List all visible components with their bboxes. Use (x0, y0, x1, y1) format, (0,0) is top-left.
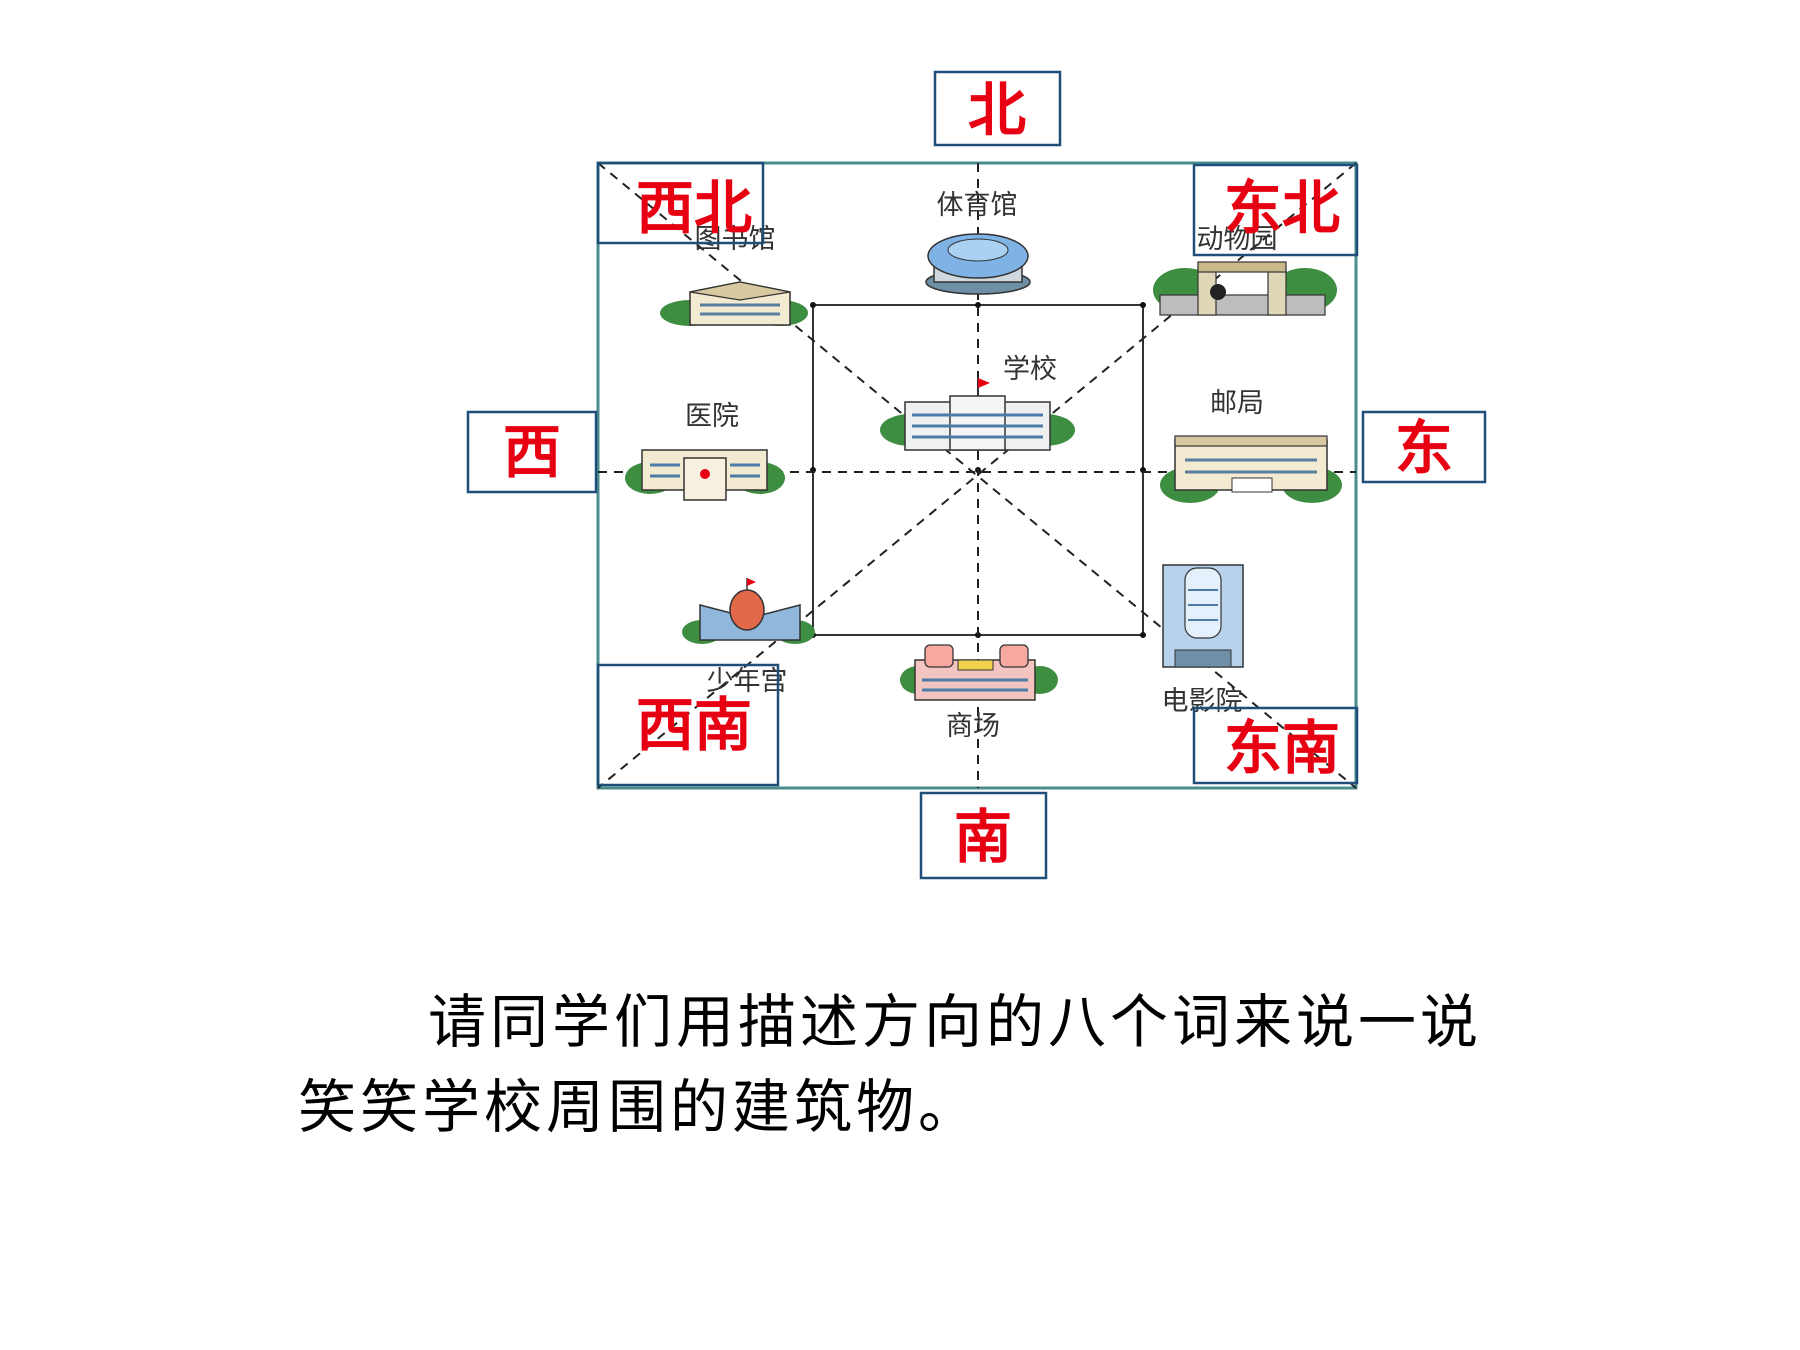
library-icon (660, 281, 808, 326)
southwest-box (596, 663, 780, 787)
west-label: 西 (503, 418, 561, 486)
mall-icon (900, 644, 1058, 701)
northeast-label: 东北 (1224, 174, 1340, 242)
school-label: 学校 (1003, 354, 1057, 385)
south-box (919, 791, 1048, 880)
post-office-icon (1160, 435, 1342, 503)
mall-label: 商场 (946, 711, 1000, 742)
west-box (466, 410, 598, 494)
instruction-line-1: 请同学们用描述方向的八个词来说一说 (428, 988, 1483, 1056)
east-box (1361, 410, 1487, 484)
northwest-label: 西北 (636, 174, 752, 242)
stadium-label: 体育馆 (937, 190, 1018, 221)
youth-palace-label: 少年宫 (707, 666, 788, 697)
southwest-label: 西南 (636, 691, 752, 759)
south-label: 南 (954, 803, 1012, 871)
post-office-label: 邮局 (1210, 388, 1264, 419)
cinema-icon (1162, 564, 1244, 668)
cinema-label: 电影院 (1162, 686, 1243, 717)
hospital-label: 医院 (685, 401, 739, 432)
north-label: 北 (968, 76, 1026, 144)
northwest-box (596, 161, 765, 245)
hospital-icon (625, 449, 785, 501)
northeast-box (1192, 163, 1359, 257)
youth-palace-icon (682, 578, 815, 644)
southeast-label: 东南 (1224, 714, 1340, 782)
instruction-line-2: 笑笑学校周围的建筑物。 (298, 1073, 981, 1141)
school-icon (880, 378, 1075, 451)
direction-boxes (466, 70, 1487, 880)
zoo-icon (1153, 261, 1337, 316)
east-label: 东 (1395, 414, 1453, 482)
north-box (933, 70, 1062, 147)
southeast-box (1192, 706, 1359, 785)
stadium-icon (925, 233, 1031, 295)
zoo-label: 动物园 (1197, 224, 1278, 255)
